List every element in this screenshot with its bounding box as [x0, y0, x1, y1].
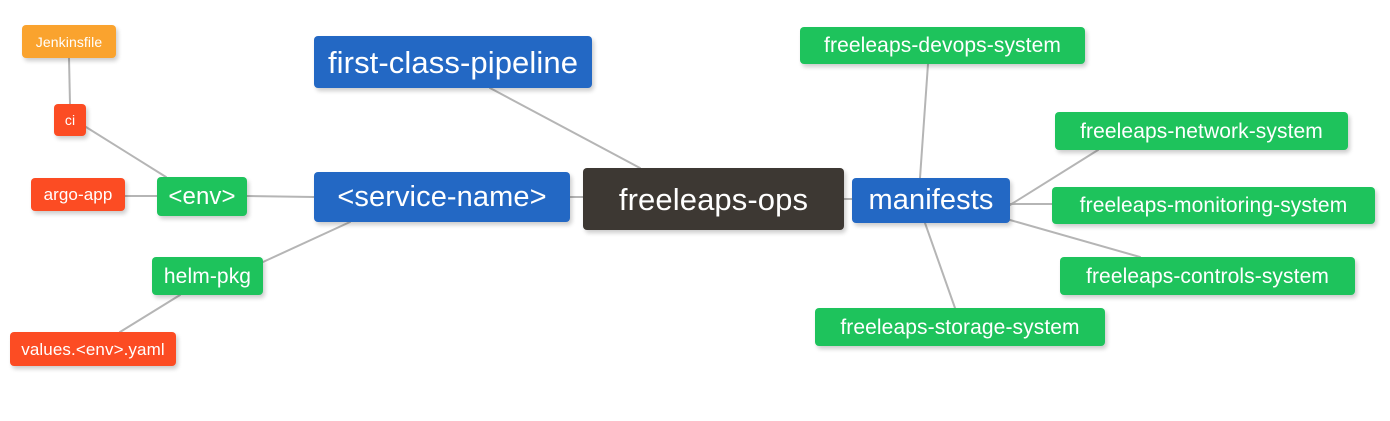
node-service-name[interactable]: <service-name> [314, 172, 570, 222]
node-argo-app[interactable]: argo-app [31, 178, 125, 211]
node-first-class-pipeline[interactable]: first-class-pipeline [314, 36, 592, 88]
edge-manifests-to-freeleaps-controls-system [1009, 219, 1141, 258]
node-ci[interactable]: ci [54, 104, 86, 136]
edge-ci-to-env [85, 126, 167, 178]
node-freeleaps-devops-system[interactable]: freeleaps-devops-system [800, 27, 1085, 64]
node-values-yaml[interactable]: values.<env>.yaml [10, 332, 176, 366]
node-label-freeleaps-devops-system: freeleaps-devops-system [824, 34, 1061, 57]
node-label-freeleaps-monitoring-system: freeleaps-monitoring-system [1079, 194, 1348, 217]
node-jenkinsfile[interactable]: Jenkinsfile [22, 25, 116, 58]
edge-env-to-service-name [246, 195, 315, 198]
node-label-ci: ci [64, 112, 76, 128]
node-label-freeleaps-network-system: freeleaps-network-system [1080, 119, 1323, 143]
node-label-service-name: <service-name> [337, 180, 547, 213]
node-label-freeleaps-storage-system: freeleaps-storage-system [840, 315, 1080, 339]
node-label-helm-pkg: helm-pkg [163, 264, 252, 288]
edge-manifests-to-freeleaps-storage-system [924, 222, 956, 309]
node-label-first-class-pipeline: first-class-pipeline [327, 44, 579, 80]
node-env[interactable]: <env> [157, 177, 247, 216]
node-freeleaps-network-system[interactable]: freeleaps-network-system [1055, 112, 1348, 150]
node-label-freeleaps-controls-system: freeleaps-controls-system [1086, 264, 1329, 288]
edge-helm-pkg-to-values-yaml [119, 294, 181, 333]
node-label-argo-app: argo-app [43, 185, 113, 204]
node-freeleaps-controls-system[interactable]: freeleaps-controls-system [1060, 257, 1355, 295]
node-helm-pkg[interactable]: helm-pkg [152, 257, 263, 295]
node-manifests[interactable]: manifests [852, 178, 1010, 223]
node-label-env: <env> [168, 182, 236, 210]
edge-first-class-pipeline-to-freeleaps-ops [489, 87, 641, 169]
edge-jenkinsfile-to-ci [68, 57, 71, 105]
node-label-freeleaps-ops: freeleaps-ops [618, 181, 809, 217]
node-freeleaps-ops[interactable]: freeleaps-ops [583, 168, 844, 230]
node-freeleaps-storage-system[interactable]: freeleaps-storage-system [815, 308, 1105, 346]
edge-service-name-to-helm-pkg [262, 221, 351, 263]
node-label-values-yaml: values.<env>.yaml [21, 339, 165, 359]
node-freeleaps-monitoring-system[interactable]: freeleaps-monitoring-system [1052, 187, 1375, 224]
node-label-jenkinsfile: Jenkinsfile [35, 33, 103, 50]
edge-manifests-to-freeleaps-devops-system [919, 63, 929, 179]
node-label-manifests: manifests [868, 184, 994, 216]
